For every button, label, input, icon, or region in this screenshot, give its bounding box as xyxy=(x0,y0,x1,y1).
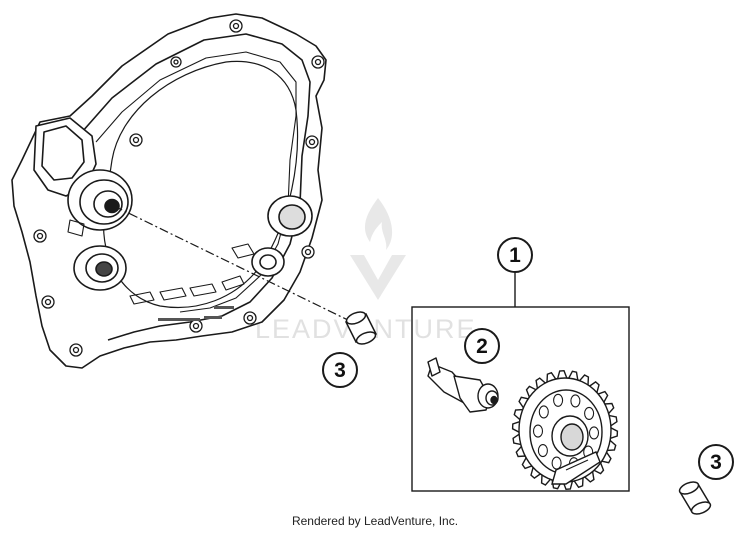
callout-3-upper-label: 3 xyxy=(334,359,346,382)
callout-2: 2 xyxy=(464,328,500,364)
clutch-cover xyxy=(11,13,327,369)
kickstarter-shaft xyxy=(427,357,499,413)
gear-lightening-hole xyxy=(588,426,600,440)
bushing-part-lower xyxy=(678,481,712,515)
alignment-line xyxy=(113,205,353,323)
gear-lightening-hole xyxy=(532,424,544,438)
render-credit: Rendered by LeadVenture, Inc. xyxy=(291,514,459,528)
kickstarter-gear xyxy=(511,369,619,491)
callout-2-label: 2 xyxy=(476,335,488,358)
gear-lightening-hole xyxy=(553,393,564,407)
callout-3-upper: 3 xyxy=(322,352,358,388)
gear-lightening-hole xyxy=(551,456,562,470)
callout-3-lower-label: 3 xyxy=(710,451,722,474)
gear-lightening-hole xyxy=(538,405,549,419)
callout-1-label: 1 xyxy=(509,244,521,267)
callout-1: 1 xyxy=(497,237,533,273)
gear-lightening-hole xyxy=(537,444,548,458)
gear-lightening-hole xyxy=(584,406,595,420)
gear-lightening-hole xyxy=(570,394,581,408)
bushing-part-upper xyxy=(344,311,378,345)
callout-3-lower: 3 xyxy=(698,444,734,480)
assembly-group-box xyxy=(411,306,630,492)
